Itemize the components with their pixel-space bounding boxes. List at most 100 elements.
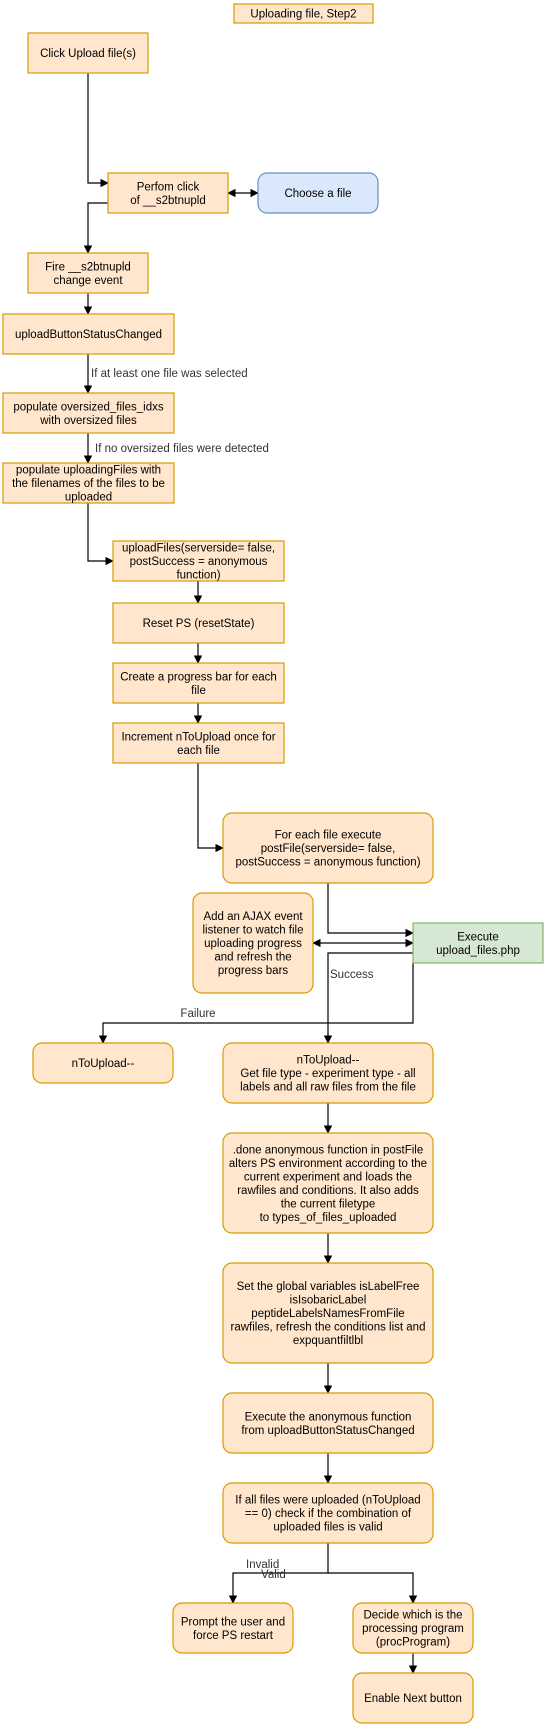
node-all-uploaded: If all files were uploaded (nToUpload== …	[222, 1482, 434, 1544]
node-decide-program-shape	[352, 1602, 474, 1654]
node-set-globals-text: isIsobaricLabel	[290, 1295, 367, 1307]
node-perform-click-text: Perfom click	[137, 181, 200, 193]
node-click-upload: Click Upload file(s)	[27, 32, 149, 74]
node-set-globals-text: peptideLabelsNamesFromFile	[251, 1308, 404, 1320]
node-ajax-listener-text: listener to watch file	[203, 925, 304, 937]
node-ajax-listener-text: Add an AJAX event	[203, 911, 303, 923]
node-done-fn-text: the current filetype	[281, 1198, 376, 1210]
edge-label-failure: Failure	[180, 1008, 215, 1020]
node-upload-files-text: uploadFiles(serverside= false,	[122, 543, 275, 555]
node-upload-files-text: function)	[176, 570, 220, 582]
node-ntoupload-success: nToUpload--Get file type - experiment ty…	[222, 1042, 434, 1104]
node-upload-files-text: postSuccess = anonymous	[130, 556, 268, 568]
node-done-fn-text: rawfiles and conditions. It also adds	[237, 1185, 419, 1197]
edge-label-valid: Valid	[261, 1569, 286, 1581]
node-all-uploaded-shape	[222, 1482, 434, 1544]
node-prompt-restart-text: force PS restart	[193, 1630, 274, 1642]
node-execute-php-text: Execute	[457, 931, 499, 943]
node-upload-files-shape	[112, 540, 285, 582]
edge-arrow	[197, 763, 224, 853]
edge-arrow	[327, 883, 414, 938]
node-increment-text: each file	[177, 745, 220, 757]
node-exec-anon-text: Execute the anonymous function	[245, 1411, 412, 1423]
edge-arrow	[83, 202, 108, 254]
node-set-globals: Set the global variables isLabelFree isIs…	[222, 1262, 434, 1364]
edge-arrow	[228, 1543, 329, 1604]
diagram-title-shape	[233, 3, 374, 24]
node-populate-uploading-shape	[2, 462, 175, 504]
node-progress-bar-text: Create a progress bar for each	[120, 671, 277, 683]
node-enable-next: Enable Next button	[352, 1672, 474, 1724]
node-increment-shape	[112, 722, 285, 764]
node-upload-status-text: uploadButtonStatusChanged	[15, 329, 162, 341]
node-ajax-listener-text: uploading progress	[204, 938, 302, 950]
node-prompt-restart-text: Prompt the user and	[181, 1616, 285, 1628]
edges	[83, 73, 418, 1674]
node-click-upload-shape	[27, 32, 149, 74]
node-increment-text: Increment nToUpload once for	[121, 731, 275, 743]
node-progress-bar-text: file	[191, 685, 206, 697]
node-for-each-text: postSuccess = anonymous function)	[235, 857, 420, 869]
node-done-fn-text: alters PS environment according to the	[229, 1158, 427, 1170]
node-fire-change-text: change event	[53, 275, 123, 287]
node-upload-status: uploadButtonStatusChanged	[2, 313, 175, 355]
edge-label-invalid: Invalid	[246, 1559, 279, 1571]
node-choose-file-text: Choose a file	[284, 188, 351, 200]
node-all-uploaded-text: uploaded files is valid	[273, 1522, 382, 1534]
node-enable-next-text: Enable Next button	[364, 1693, 462, 1705]
node-exec-anon-text: from uploadButtonStatusChanged	[241, 1425, 414, 1437]
node-execute-php-text: upload_files.php	[436, 945, 520, 957]
node-set-globals-text: expquantfiltlbl	[293, 1335, 363, 1347]
edge-labels: If at least one file was selected If no o…	[91, 368, 374, 1581]
diagram-title: Uploading file, Step2	[233, 3, 374, 24]
node-all-uploaded-text: If all files were uploaded (nToUpload	[235, 1495, 420, 1507]
node-ajax-listener-text: progress bars	[218, 965, 289, 977]
node-prompt-restart: Prompt the user and force PS restart	[172, 1602, 294, 1654]
node-ntoupload-fail-text: nToUpload--	[72, 1058, 135, 1070]
edge-arrow	[323, 952, 413, 1044]
node-ntoupload-fail-shape	[32, 1042, 174, 1084]
node-populate-oversized-text: with oversized files	[39, 415, 137, 427]
node-ntoupload-success-text: nToUpload--	[297, 1055, 360, 1067]
node-populate-uploading-text: the filenames of the files to be	[12, 478, 165, 490]
node-choose-file-shape	[257, 172, 379, 214]
node-populate-oversized-text: populate oversized_files_idxs	[13, 401, 163, 413]
edge-arrow	[98, 963, 414, 1044]
node-exec-anon: Execute the anonymous function from uploa…	[222, 1392, 434, 1454]
node-ntoupload-success-shape	[222, 1042, 434, 1104]
node-for-each: For each file executepostFile(serverside…	[222, 812, 434, 884]
node-execute-php-shape	[412, 922, 544, 964]
node-done-fn-text: to types_of_files_uploaded	[260, 1212, 397, 1224]
node-done-fn-text: .done anonymous function in postFile	[233, 1144, 424, 1156]
node-increment: Increment nToUpload once for each file	[112, 722, 285, 764]
node-set-globals-shape	[222, 1262, 434, 1364]
node-populate-uploading-text: uploaded	[65, 492, 112, 504]
node-for-each-text: For each file execute	[275, 830, 382, 842]
node-ajax-listener-text: and refresh the	[214, 952, 291, 964]
diagram-title-text: Uploading file, Step2	[250, 9, 356, 21]
edge-arrow	[328, 1572, 418, 1604]
edge-label-no-oversized: If no oversized files were detected	[95, 443, 269, 455]
node-reset-ps: Reset PS (resetState)	[112, 602, 285, 644]
edge-label-at-least-one: If at least one file was selected	[91, 368, 248, 380]
node-prompt-restart-shape	[172, 1602, 294, 1654]
node-decide-program-text: (procProgram)	[376, 1637, 450, 1649]
edge-label-success: Success	[330, 969, 374, 981]
node-done-fn-text: current experiment and loads the	[244, 1171, 412, 1183]
node-execute-php: Execute upload_files.php	[412, 922, 544, 964]
node-click-upload-text: Click Upload file(s)	[40, 48, 136, 60]
node-progress-bar-shape	[112, 662, 285, 704]
node-fire-change-text: Fire __s2btnupld	[45, 261, 131, 273]
node-ajax-listener-shape	[192, 892, 314, 994]
node-done-fn: .done anonymous function in postFile alte…	[222, 1132, 434, 1234]
node-all-uploaded-text: == 0) check if the combination of	[245, 1508, 412, 1520]
node-progress-bar: Create a progress bar for each file	[112, 662, 285, 704]
node-set-globals-text: Set the global variables isLabelFree	[237, 1281, 420, 1293]
node-populate-oversized-shape	[2, 392, 175, 434]
